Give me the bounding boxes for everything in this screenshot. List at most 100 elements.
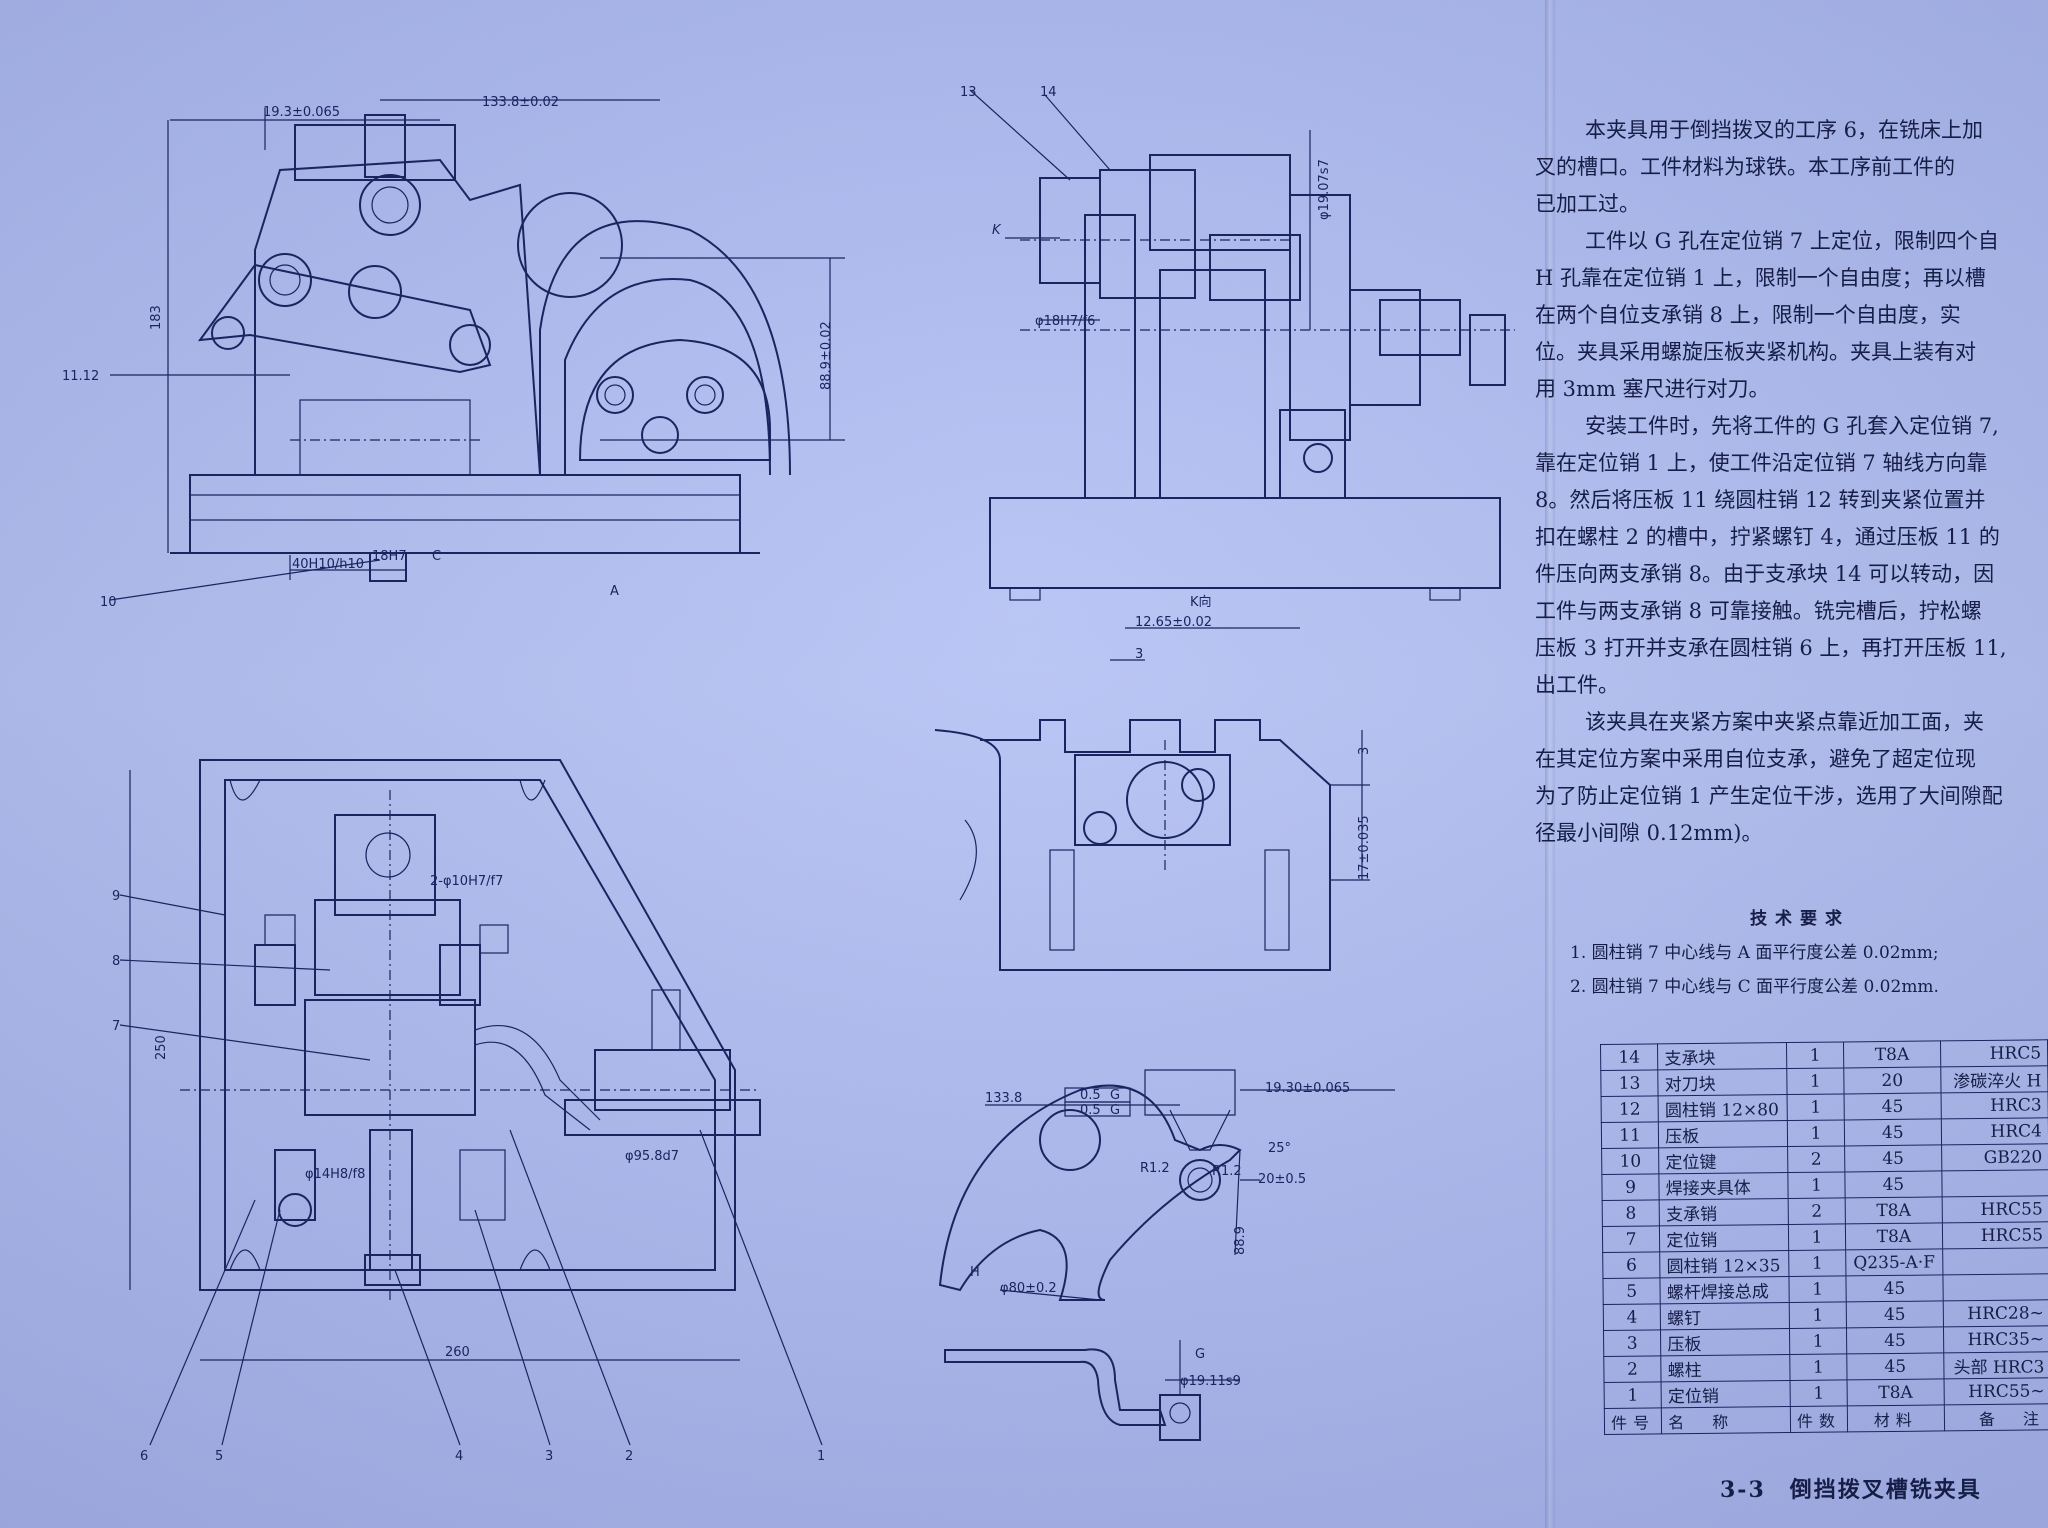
- part-qty: 1: [1787, 1171, 1846, 1199]
- paragraph-line: 径最小间隙 0.12mm)。: [1535, 821, 1763, 845]
- part-remark: HRC4: [1941, 1117, 2048, 1145]
- paragraph-line: 8。然后将压板 11 绕圆柱销 12 转到夹紧位置并: [1535, 488, 1986, 512]
- header-remark: 备 注: [1944, 1403, 2048, 1431]
- plan-view: 9 8 7 250 2-φ10H7/f7 φ14H8/f8 φ95.8d7 26…: [112, 759, 825, 1464]
- part-no: 11: [1601, 1121, 1659, 1149]
- dim-r1-2-a: R1.2: [1140, 1161, 1170, 1176]
- table-header-row: 件号名 称件数材料备 注: [1604, 1403, 2048, 1435]
- tol-0-5-a: 0.5: [1080, 1088, 1101, 1103]
- technical-requirements: 技术要求 1. 圆柱销 7 中心线与 A 面平行度公差 0.02mm; 2. 圆…: [1570, 902, 2048, 1004]
- part-material: T8A: [1847, 1378, 1945, 1406]
- callout-10: 10: [100, 595, 117, 610]
- part-qty: 1: [1786, 1067, 1845, 1095]
- header-name: 名 称: [1661, 1406, 1791, 1434]
- part-material: 20: [1843, 1066, 1941, 1094]
- datum-h: H: [970, 1265, 980, 1280]
- part-no: 12: [1601, 1095, 1659, 1123]
- part-qty: 1: [1788, 1223, 1846, 1251]
- part-qty: 1: [1789, 1301, 1847, 1329]
- part-qty: 1: [1787, 1119, 1845, 1147]
- side-view: 13 14 K φ19.07s7 φ18H7/f6: [960, 85, 1515, 601]
- dim-phi19: φ19.07s7: [1317, 159, 1332, 220]
- part-name: 定位销: [1659, 1224, 1789, 1252]
- callout-3: 3: [545, 1449, 553, 1464]
- callout-14: 14: [1040, 85, 1057, 100]
- part-no: 2: [1603, 1355, 1662, 1383]
- view-arrow-k: K: [992, 223, 1002, 238]
- part-no: 3: [1603, 1329, 1662, 1357]
- part-no: 6: [1602, 1251, 1661, 1279]
- part-qty: 1: [1789, 1327, 1847, 1355]
- part-name: 支承销: [1659, 1198, 1789, 1226]
- part-material: 45: [1846, 1300, 1944, 1328]
- dim-88-9-b: 88.9: [1233, 1226, 1248, 1255]
- dim-12-65: 12.65±0.02: [1135, 615, 1212, 630]
- part-qty: 2: [1787, 1145, 1845, 1173]
- part-material: 45: [1844, 1092, 1942, 1120]
- part-no: 13: [1600, 1069, 1659, 1097]
- header-no: 件号: [1604, 1407, 1662, 1435]
- callout-2: 2: [625, 1449, 633, 1464]
- part-no: 7: [1602, 1225, 1660, 1253]
- dim-133-8: 133.8±0.02: [482, 95, 559, 110]
- part-remark: [1942, 1273, 2048, 1301]
- dim-19-3: 19.3±0.065: [263, 105, 340, 120]
- part-remark: [1941, 1169, 2048, 1197]
- part-name: 圆柱销 12×80: [1658, 1094, 1788, 1122]
- part-name: 压板: [1660, 1328, 1790, 1356]
- part-remark: HRC55: [1942, 1221, 2048, 1249]
- callout-1: 1: [817, 1449, 825, 1464]
- figure-caption: 3-3 倒挡拨叉槽铣夹具: [1720, 1477, 1982, 1503]
- datum-g-a: G: [1110, 1088, 1120, 1103]
- part-no: 8: [1602, 1199, 1660, 1227]
- part-name: 对刀块: [1658, 1068, 1788, 1096]
- callout-13: 13: [960, 85, 977, 100]
- part-material: T8A: [1843, 1040, 1941, 1068]
- part-name: 圆柱销 12×35: [1659, 1250, 1789, 1278]
- part-material: 45: [1845, 1274, 1943, 1302]
- dim-3-b: 3: [1357, 747, 1372, 755]
- part-remark: HRC55~: [1943, 1377, 2048, 1405]
- callout-4: 4: [455, 1449, 463, 1464]
- paragraph-line: 工件以 G 孔在定位销 7 上定位，限制四个自: [1585, 229, 1999, 253]
- callout-7: 7: [112, 1019, 120, 1034]
- dim-40h10: 40H10/h10: [292, 557, 364, 572]
- part-material: T8A: [1845, 1196, 1943, 1224]
- part-no: 4: [1603, 1303, 1661, 1331]
- dim-20: 20±0.5: [1258, 1172, 1306, 1187]
- dim-25-deg: 25°: [1268, 1141, 1291, 1156]
- part-material: Q235-A·F: [1845, 1248, 1943, 1276]
- part-remark: 渗碳淬火 H: [1940, 1065, 2048, 1093]
- part-material: 45: [1846, 1326, 1944, 1354]
- part-material: 45: [1844, 1144, 1942, 1172]
- part-remark: GB220: [1941, 1143, 2048, 1171]
- callout-5: 5: [215, 1449, 223, 1464]
- part-material: 45: [1844, 1170, 1942, 1198]
- tol-0-5-b: 0.5: [1080, 1103, 1101, 1118]
- dim-17: 17±0.035: [1357, 815, 1372, 880]
- dim-2-phi10: 2-φ10H7/f7: [430, 874, 503, 889]
- part-remark: HRC28~: [1942, 1299, 2048, 1327]
- part-name: 定位键: [1658, 1146, 1788, 1174]
- part-name: 焊接夹具体: [1659, 1172, 1789, 1200]
- callout-6: 6: [140, 1449, 148, 1464]
- datum-c: C: [432, 549, 441, 564]
- paragraph-line: 本夹具用于倒挡拨叉的工序 6，在铣床上加: [1585, 118, 1984, 142]
- datum-g-b: G: [1110, 1103, 1120, 1118]
- part-material: 45: [1846, 1352, 1944, 1380]
- page-fold: [1545, 0, 1555, 1528]
- part-name: 压板: [1658, 1120, 1788, 1148]
- part-qty: 1: [1788, 1249, 1846, 1277]
- dim-phi18: φ18H7/f6: [1035, 314, 1095, 329]
- workpiece-section: G φ19.11s9: [944, 1340, 1241, 1441]
- part-qty: 2: [1788, 1197, 1846, 1225]
- paragraph-line: 为了防止定位销 1 产生定位干涉，选用了大间隙配: [1535, 784, 2003, 808]
- callout-9: 9: [112, 889, 120, 904]
- description-text: 本夹具用于倒挡拨叉的工序 6，在铣床上加 叉的槽口。工件材料为球铁。本工序前工件…: [1535, 112, 2048, 852]
- part-remark: HRC5: [1940, 1039, 2048, 1067]
- part-qty: 1: [1787, 1093, 1845, 1121]
- dim-133-8-b: 133.8: [985, 1091, 1022, 1106]
- paragraph-line: 扣在螺柱 2 的槽中，拧紧螺钉 4，通过压板 11 的: [1535, 525, 2000, 549]
- part-remark: HRC3: [1940, 1091, 2048, 1119]
